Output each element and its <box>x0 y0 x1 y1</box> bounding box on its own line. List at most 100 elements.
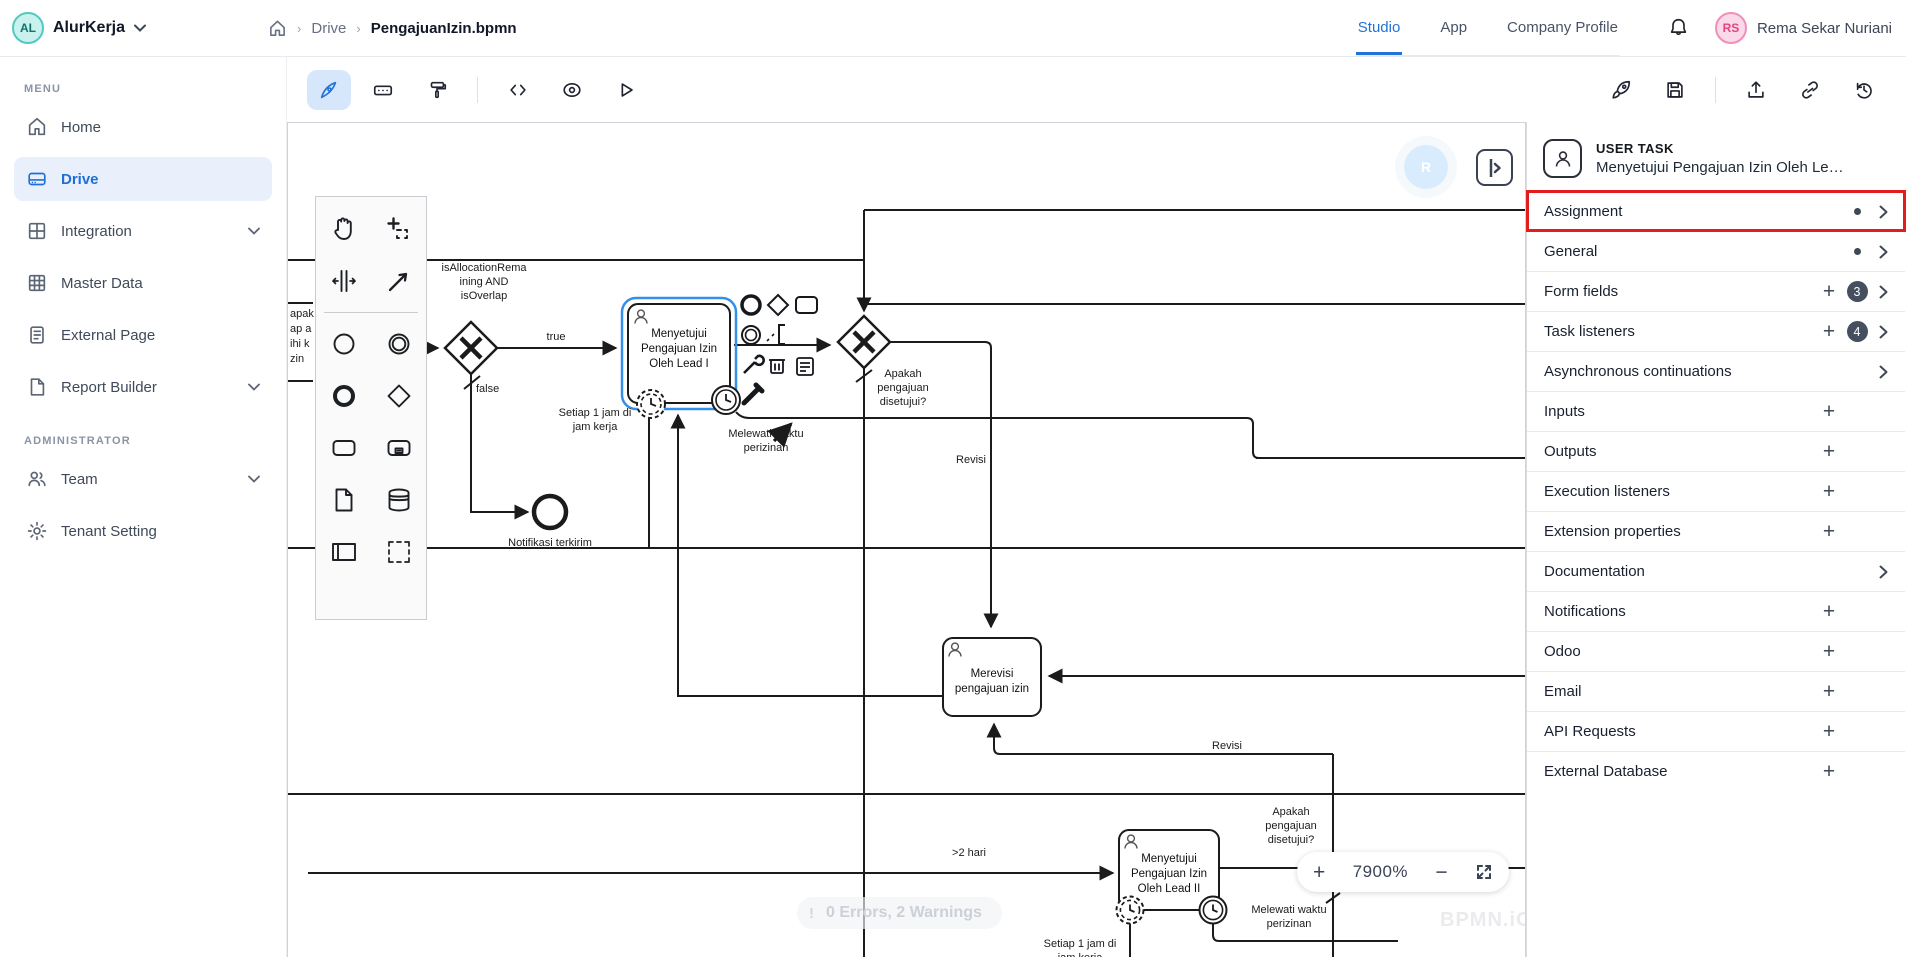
add-icon[interactable]: + <box>1822 440 1836 463</box>
sidebar-item-team[interactable]: Team <box>14 457 272 501</box>
paint-roller-tool-button[interactable] <box>415 70 459 110</box>
add-icon[interactable]: + <box>1822 720 1836 743</box>
count-badge: 3 <box>1846 281 1868 302</box>
subprocess-icon[interactable] <box>371 422 426 474</box>
pad-connect-icon <box>767 422 793 448</box>
breadcrumb-drive[interactable]: Drive <box>311 19 347 37</box>
participant-icon[interactable] <box>316 526 371 578</box>
sidebar-item-drive[interactable]: Drive <box>14 157 272 201</box>
svg-text:jam kerja: jam kerja <box>572 421 619 433</box>
add-icon[interactable]: + <box>1822 600 1836 623</box>
user-task-lead2[interactable]: Menyetujui Pengajuan Izin Oleh Lead II <box>1118 829 1220 911</box>
panel-section-odoo[interactable]: Odoo+ <box>1527 631 1905 671</box>
svg-text:Menyetujui: Menyetujui <box>651 328 707 340</box>
add-icon[interactable]: + <box>1822 480 1836 503</box>
panel-section-assignment[interactable]: Assignment <box>1526 190 1906 232</box>
add-icon[interactable]: + <box>1822 320 1836 343</box>
panel-section-outputs[interactable]: Outputs+ <box>1527 431 1905 471</box>
panel-section-documentation[interactable]: Documentation <box>1527 551 1905 591</box>
panel-section-execution-listeners[interactable]: Execution listeners+ <box>1527 471 1905 511</box>
panel-section-form-fields[interactable]: Form fields+3 <box>1527 271 1905 311</box>
task-icon[interactable] <box>316 422 371 474</box>
fullscreen-icon[interactable] <box>1475 863 1493 881</box>
panel-section-inputs[interactable]: Inputs + <box>1527 391 1905 431</box>
timeout-label-2: Melewati waktu <box>1251 904 1326 916</box>
global-connect-icon[interactable] <box>371 255 426 307</box>
preview-button[interactable] <box>550 70 594 110</box>
add-icon[interactable]: + <box>1822 520 1836 543</box>
sidebar-item-external-page[interactable]: External Page <box>14 313 272 357</box>
gateway-icon[interactable] <box>371 370 426 422</box>
section-label: Notifications <box>1544 603 1626 620</box>
add-icon[interactable]: + <box>1822 640 1836 663</box>
validation-status[interactable]: ! 0 Errors, 2 Warnings <box>797 897 1002 929</box>
deploy-button[interactable] <box>1599 70 1643 110</box>
boundary-timer-interrupting-2[interactable] <box>1198 895 1228 925</box>
panel-section-email[interactable]: Email+ <box>1527 671 1905 711</box>
add-icon[interactable]: + <box>1822 680 1836 703</box>
svg-text:pengajuan izin: pengajuan izin <box>955 683 1029 695</box>
boundary-timer-noninterrupting-2[interactable] <box>1115 895 1145 925</box>
context-pad[interactable] <box>740 293 818 448</box>
notifications-bell[interactable] <box>1668 0 1689 56</box>
user-task-lead1[interactable]: Menyetujui Pengajuan Izin Oleh Lead I <box>620 296 738 411</box>
share-link-button[interactable] <box>1788 70 1832 110</box>
tab-studio[interactable]: Studio <box>1356 0 1403 55</box>
form-tool-button[interactable] <box>361 70 405 110</box>
end-event-notification[interactable]: Notifikasi terkirim <box>508 493 592 549</box>
timer-label-1: Setiap 1 jam di <box>559 407 632 419</box>
data-store-icon[interactable] <box>371 474 426 526</box>
tab-app[interactable]: App <box>1440 19 1468 36</box>
select-pen-tool-button[interactable] <box>307 69 351 110</box>
user-task-revise[interactable]: Merevisi pengajuan izin <box>942 637 1042 717</box>
run-button[interactable] <box>604 70 648 110</box>
zoom-in-button[interactable]: + <box>1313 860 1326 884</box>
sidebar-item-label: Integration <box>61 222 132 240</box>
sidebar-item-integration[interactable]: Integration <box>14 209 272 253</box>
gateway-approval-1[interactable]: Apakah pengajuan disetujui? <box>836 314 929 408</box>
bpmn-canvas[interactable]: apak ap a ihi k zin isAllocationRema ini… <box>287 122 1526 957</box>
status-text: 0 Errors, 2 Warnings <box>826 904 982 921</box>
home-icon[interactable] <box>268 19 287 38</box>
save-button[interactable] <box>1653 70 1697 110</box>
boundary-timer-interrupting-1[interactable] <box>711 385 741 415</box>
intermediate-event-icon[interactable] <box>371 318 426 370</box>
tab-company-profile[interactable]: Company Profile <box>1507 19 1618 36</box>
brand[interactable]: AL AlurKerja <box>12 0 147 56</box>
zoom-out-button[interactable]: − <box>1435 860 1448 884</box>
data-object-icon[interactable] <box>316 474 371 526</box>
hand-tool-icon[interactable] <box>316 203 371 255</box>
panel-collapse-button[interactable] <box>1476 149 1513 186</box>
add-icon[interactable]: + <box>1822 400 1836 423</box>
sidebar-item-tenant-setting[interactable]: Tenant Setting <box>14 509 272 553</box>
boundary-timer-noninterrupting-1[interactable] <box>636 389 666 419</box>
cutoff-task[interactable]: apak ap a ihi k zin <box>288 302 314 382</box>
eye-icon <box>561 79 583 101</box>
lasso-tool-icon[interactable] <box>371 203 426 255</box>
panel-section-api-requests[interactable]: API Requests+ <box>1527 711 1905 751</box>
sidebar-item-home[interactable]: Home <box>14 105 272 149</box>
panel-section-external-database[interactable]: External Database+ <box>1527 751 1905 791</box>
panel-section-task-listeners[interactable]: Task listeners+4 <box>1527 311 1905 351</box>
panel-section-asynchronous-continuations[interactable]: Asynchronous continuations <box>1527 351 1905 391</box>
brand-avatar: AL <box>12 12 44 44</box>
user-menu[interactable]: RS Rema Sekar Nuriani <box>1714 0 1892 56</box>
history-button[interactable] <box>1842 70 1886 110</box>
end-event-icon[interactable] <box>316 370 371 422</box>
sidebar-item-master-data[interactable]: Master Data <box>14 261 272 305</box>
add-icon[interactable]: + <box>1822 760 1836 783</box>
gateway-allocation[interactable]: isAllocationRema ining AND isOverlap <box>442 262 528 376</box>
export-button[interactable] <box>1734 70 1778 110</box>
panel-section-notifications[interactable]: Notifications + <box>1527 591 1905 631</box>
link-icon <box>1799 79 1821 101</box>
start-event-icon[interactable] <box>316 318 371 370</box>
panel-section-general[interactable]: General <box>1527 231 1905 271</box>
panel-section-extension-properties[interactable]: Extension properties+ <box>1527 511 1905 551</box>
section-label: Inputs <box>1544 403 1585 420</box>
group-icon[interactable] <box>371 526 426 578</box>
add-icon[interactable]: + <box>1822 280 1836 303</box>
sidebar-item-label: External Page <box>61 326 156 344</box>
space-tool-icon[interactable] <box>316 255 371 307</box>
code-view-button[interactable] <box>496 70 540 110</box>
sidebar-item-report-builder[interactable]: Report Builder <box>14 365 272 409</box>
